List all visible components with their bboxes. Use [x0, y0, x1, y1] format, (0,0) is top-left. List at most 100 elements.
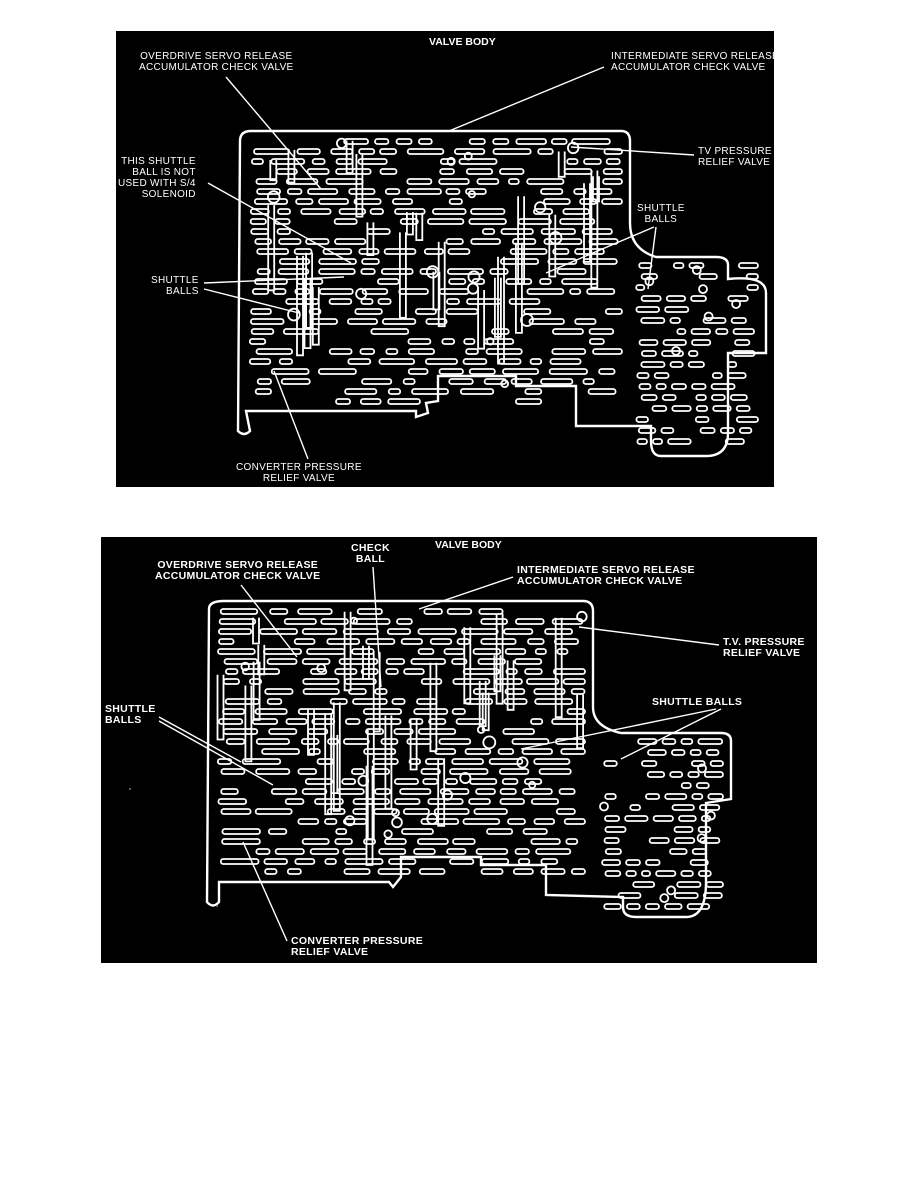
- passage: [695, 394, 707, 401]
- passage: [727, 372, 747, 379]
- passage: [603, 903, 622, 910]
- leader-line: [570, 146, 695, 156]
- passage: [261, 748, 301, 755]
- passage: [680, 782, 692, 789]
- passage: [255, 738, 290, 745]
- passage: [406, 188, 442, 195]
- passage: [524, 668, 543, 675]
- passage: [501, 368, 540, 375]
- passage: [734, 339, 751, 346]
- passage: [464, 748, 492, 755]
- passage: [671, 405, 692, 412]
- passage: [296, 255, 304, 357]
- passage: [562, 208, 590, 215]
- passage: [383, 829, 393, 839]
- passage: [252, 661, 261, 721]
- passage: [329, 698, 348, 705]
- passage: [420, 768, 441, 775]
- passage: [540, 228, 577, 235]
- passage: [255, 348, 293, 355]
- passage: [703, 311, 714, 322]
- valve-body-diagram-2: VALVE BODY OVERDRIVE SERVO RELEASE ACCUM…: [101, 537, 817, 963]
- passage: [520, 313, 534, 327]
- passage: [534, 201, 547, 214]
- passage: [276, 228, 292, 235]
- label-overdrive-servo-release: OVERDRIVE SERVO RELEASE ACCUMULATOR CHEC…: [139, 51, 294, 73]
- passage: [425, 265, 440, 279]
- passage: [417, 138, 433, 145]
- passage: [424, 358, 458, 365]
- passage: [638, 383, 652, 390]
- passage: [516, 756, 529, 769]
- passage: [432, 271, 441, 311]
- passage: [278, 358, 294, 365]
- passage: [528, 318, 565, 325]
- passage: [362, 708, 403, 715]
- passage: [254, 388, 272, 395]
- passage: [735, 405, 751, 412]
- passage: [249, 218, 267, 225]
- leader-lines: [203, 66, 695, 460]
- passage: [702, 892, 723, 899]
- passage: [652, 438, 664, 445]
- passage: [697, 826, 712, 833]
- passage: [690, 295, 707, 302]
- passage: [691, 265, 702, 276]
- passage: [349, 616, 358, 625]
- passage: [659, 893, 670, 904]
- passage: [691, 848, 707, 855]
- passage: [664, 903, 683, 910]
- passage: [699, 837, 721, 844]
- passage: [699, 804, 721, 811]
- passage: [287, 307, 301, 322]
- passage: [635, 284, 646, 291]
- passage: [676, 328, 687, 335]
- passage: [278, 258, 311, 265]
- passage: [415, 212, 424, 241]
- passage: [248, 358, 272, 365]
- passage: [270, 788, 298, 795]
- passage: [680, 738, 694, 745]
- leader-line: [578, 626, 720, 646]
- passage: [689, 749, 702, 756]
- passage: [244, 685, 253, 763]
- passage: [423, 248, 444, 255]
- passage: [669, 361, 684, 368]
- passage: [666, 885, 676, 896]
- label-intermediate-servo-release: INTERMEDIATE SERVO RELEASE ACCUMULATOR C…: [611, 51, 774, 73]
- passage: [448, 278, 467, 285]
- passage: [493, 655, 502, 693]
- passage: [638, 339, 659, 346]
- passage: [269, 160, 278, 182]
- passage: [441, 789, 453, 801]
- passage: [702, 317, 727, 324]
- passage: [218, 628, 253, 635]
- passage: [468, 798, 491, 805]
- passage: [486, 337, 495, 346]
- passage: [603, 837, 620, 844]
- passage: [486, 828, 514, 835]
- passage: [653, 372, 670, 379]
- passage: [660, 427, 675, 434]
- leader-line: [273, 370, 309, 460]
- passage: [661, 394, 677, 401]
- passage: [504, 648, 527, 655]
- passage: [378, 848, 407, 855]
- passage: [361, 258, 380, 265]
- label-tv-pressure-relief-valve: T.V. PRESSURE RELIEF VALVE: [723, 636, 805, 659]
- passage: [451, 658, 468, 665]
- passage: [512, 868, 534, 875]
- passage: [414, 308, 437, 315]
- passage: [731, 299, 741, 309]
- passage: [250, 158, 264, 165]
- passage: [472, 648, 502, 655]
- passage: [644, 903, 660, 910]
- passage: [539, 278, 552, 285]
- passage: [354, 308, 383, 315]
- passage: [648, 837, 670, 844]
- passage: [286, 868, 302, 875]
- passage: [497, 748, 515, 755]
- passage: [528, 780, 537, 789]
- passage: [475, 788, 496, 795]
- passage: [551, 328, 584, 335]
